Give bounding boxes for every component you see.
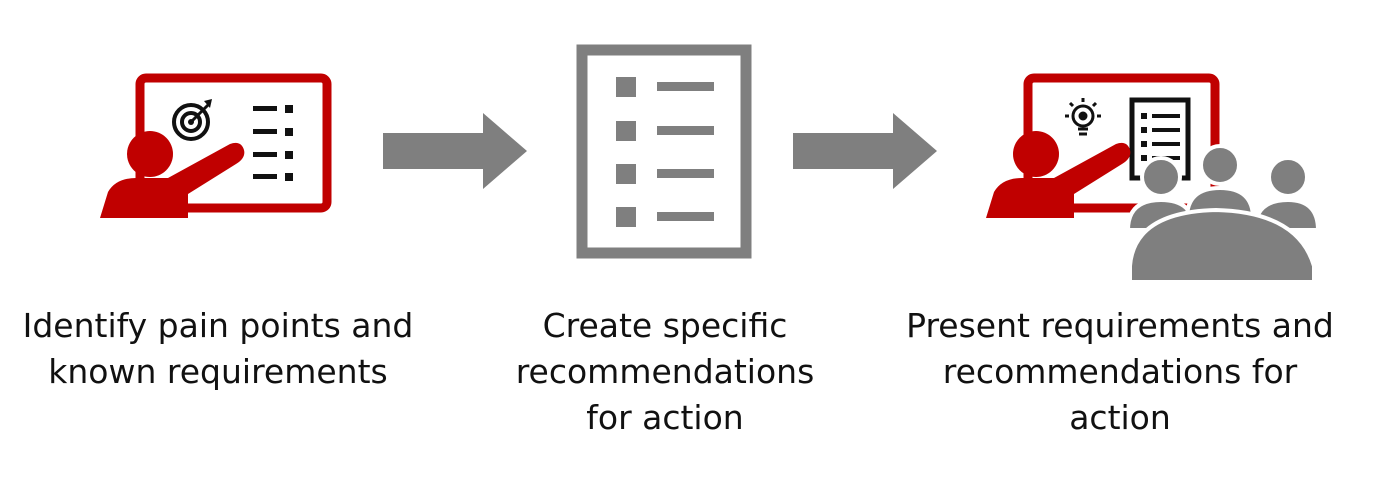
presenter-icon [100,131,245,218]
right-arrow-icon [793,113,937,189]
step-3-line-1: Present requirements and [906,306,1334,345]
step-3-line-2: recommendations for [942,352,1298,391]
presenter-target-board-icon [100,73,332,218]
right-arrow-icon [383,113,527,189]
step-3-line-3: action [1069,398,1171,437]
step-3-label: Present requirements and recommendations… [900,303,1340,441]
step-2-line-1: Create specific [542,306,788,345]
presenter-audience-icon [986,73,1320,282]
step-1-label: Identify pain points and known requireme… [16,303,420,395]
checklist-document-icon [576,44,752,259]
lightbulb-icon [1065,98,1101,136]
target-icon [172,99,212,141]
step-1-line-2: known requirements [48,352,388,391]
audience-icon [1125,144,1320,282]
step-2-label: Create specific recommendations for acti… [480,303,850,441]
presenter-icon [986,131,1131,218]
step-2-line-2: recommendations [515,352,815,391]
step-1-line-1: Identify pain points and [22,306,414,345]
step-2-line-3: for action [586,398,744,437]
list-lines-icon [253,105,293,181]
